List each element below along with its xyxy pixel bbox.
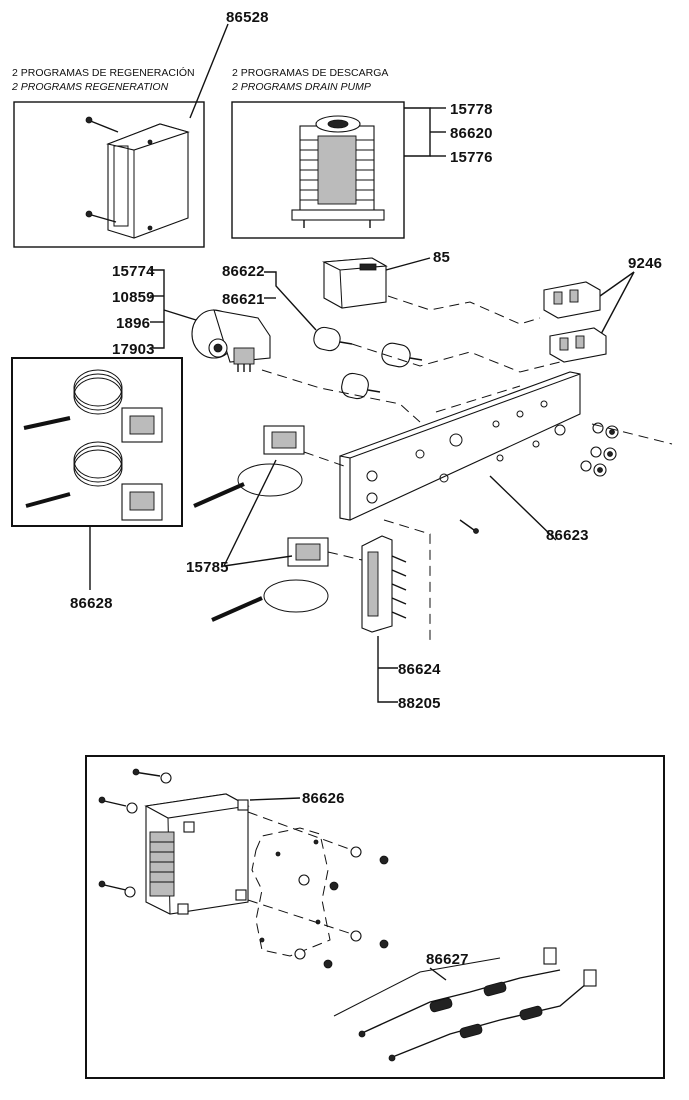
capacitor-lower — [341, 372, 381, 400]
part-number-86620: 86620 — [450, 125, 493, 142]
regeneration-caption-es: 2 PROGRAMAS DE REGENERACIÓN — [12, 66, 195, 79]
regeneration-caption-en: 2 PROGRAMS REGENERATION — [11, 81, 169, 93]
part-number-86624: 86624 — [398, 661, 441, 678]
part-number-88205: 88205 — [398, 695, 441, 712]
thermostat-kit-box: 86628 — [11, 357, 183, 612]
part-number-86627: 86627 — [426, 951, 469, 968]
drain-caption-es: 2 PROGRAMAS DE DESCARGA — [232, 67, 388, 79]
part-number-10859: 10859 — [112, 289, 155, 306]
transformer-box: 86626 86627 — [85, 755, 665, 1079]
drain-pump-timer-cam — [291, 115, 385, 228]
capacitors: 86622 86621 — [222, 263, 423, 400]
transformer — [144, 793, 250, 915]
relay: 85 — [321, 249, 450, 309]
timer-motor: 15774 10859 1896 17903 — [112, 263, 271, 372]
part-number-15778: 15778 — [450, 101, 493, 118]
part-number-15785: 15785 — [186, 559, 229, 576]
drain-pump-program-box: 2 PROGRAMAS DE DESCARGA 2 PROGRAMS DRAIN… — [231, 67, 493, 239]
twin-sockets: 9246 — [543, 255, 662, 363]
cable-harness — [333, 947, 597, 1062]
socket-upper — [543, 281, 601, 319]
capacitor-left — [313, 326, 353, 352]
transformer-guide-lines — [247, 811, 353, 935]
thermostat-switch-upper — [193, 425, 305, 508]
thermostat-switches: 15785 — [186, 425, 329, 622]
part-number-86528: 86528 — [226, 9, 269, 26]
part-number-86623: 86623 — [546, 527, 589, 544]
thermostat-coil-lower — [25, 441, 163, 521]
part-number-85: 85 — [433, 249, 450, 266]
nuts-and-washers — [580, 422, 619, 477]
part-number-86628: 86628 — [70, 595, 113, 612]
part-number-17903: 17903 — [112, 341, 155, 358]
part-number-1896: 1896 — [116, 315, 150, 332]
assembly-guide-lines — [261, 295, 673, 640]
regeneration-circuit-board — [85, 116, 190, 239]
part-number-86626: 86626 — [302, 790, 345, 807]
socket-lower — [549, 327, 607, 363]
part-number-15776: 15776 — [450, 149, 493, 166]
part-number-9246: 9246 — [628, 255, 662, 272]
chassis-plate: 86623 — [339, 371, 589, 544]
panel-nuts — [294, 846, 389, 969]
part-number-86622: 86622 — [222, 263, 265, 280]
terminal-block: 86624 88205 — [361, 519, 479, 712]
part-number-86621: 86621 — [222, 291, 265, 308]
regeneration-program-box: 2 PROGRAMAS DE REGENERACIÓN 2 PROGRAMS R… — [11, 9, 269, 248]
part-number-15774: 15774 — [112, 263, 155, 280]
mounting-panel — [251, 827, 331, 957]
thermostat-switch-lower — [211, 537, 329, 622]
thermostat-coil-upper — [23, 369, 163, 443]
transformer-bolts-left — [98, 768, 172, 898]
drain-caption-en: 2 PROGRAMS DRAIN PUMP — [231, 81, 371, 93]
